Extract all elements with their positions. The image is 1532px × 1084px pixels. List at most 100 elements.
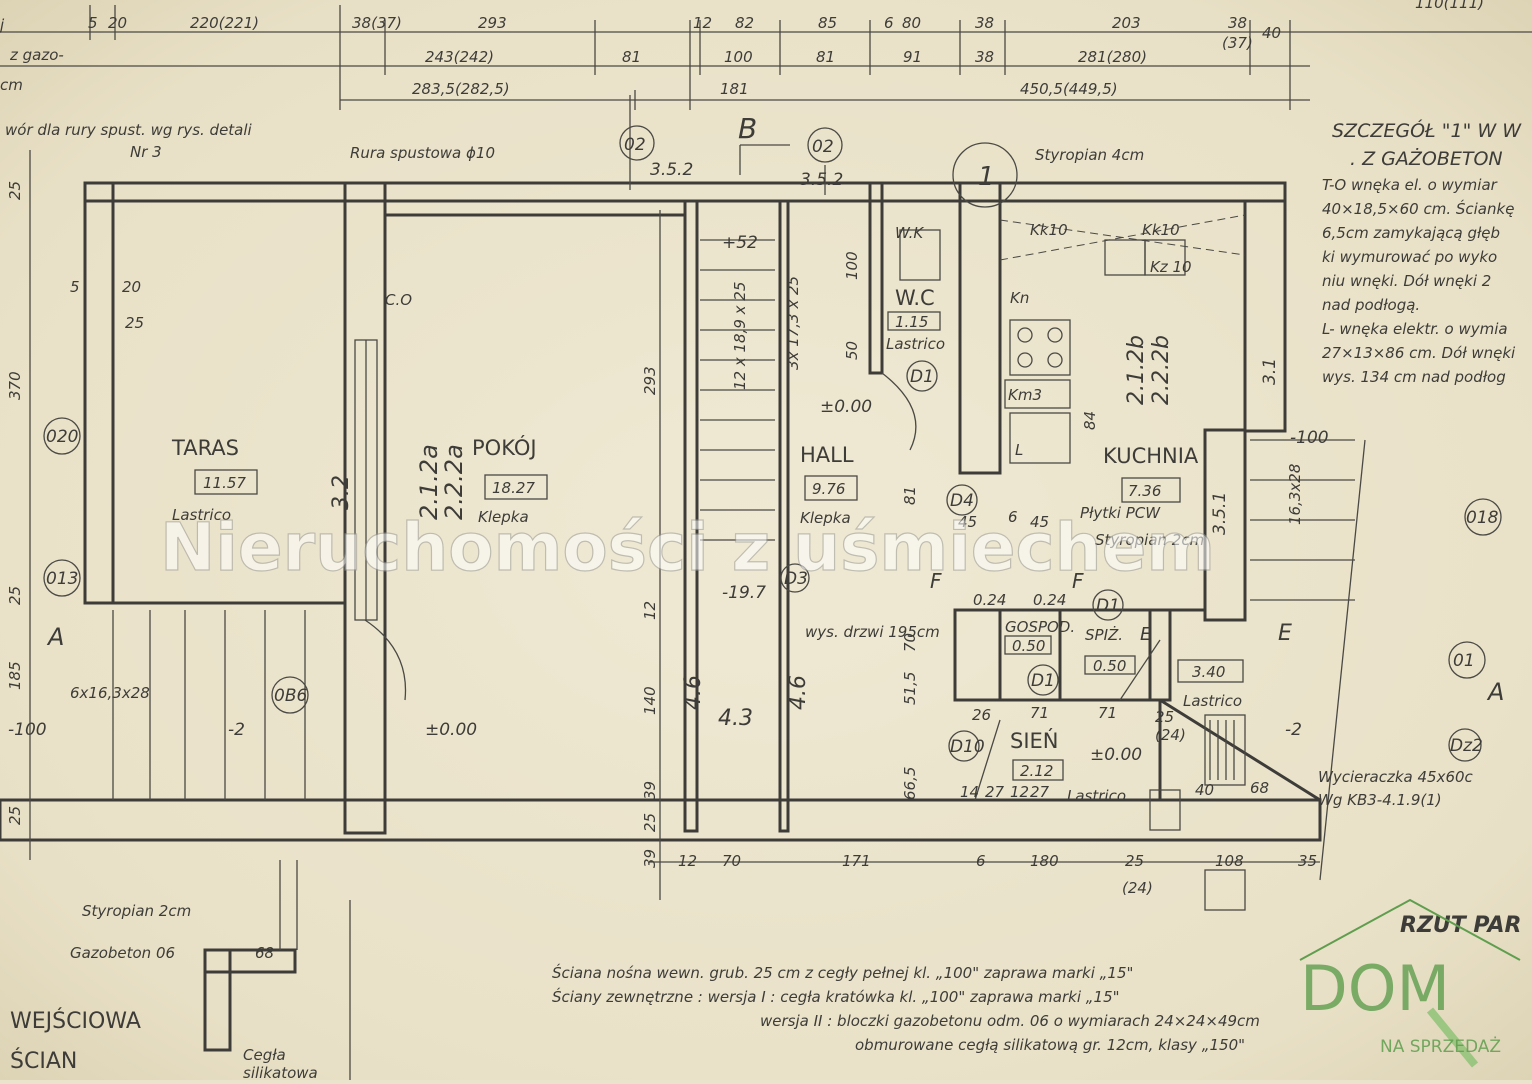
dim: 140 <box>641 686 659 715</box>
top-dimension-row-1: 5 20 220(221) 38(37) 293 12 82 85 6 80 3… <box>88 0 1484 52</box>
dim: 35 <box>1298 852 1317 870</box>
dim: 450,5(449,5) <box>1020 80 1118 98</box>
dim: 6 <box>1008 508 1018 526</box>
detail-line: 27×13×86 cm. Dół wnęki <box>1322 344 1516 362</box>
dim: 68 <box>1250 779 1269 797</box>
detail-line: nad podłogą. <box>1322 296 1420 314</box>
dim: 12 <box>641 601 659 620</box>
title-fragment: ŚCIAN <box>10 1048 77 1074</box>
detail-line: 6,5cm zamykającą głęb <box>1322 224 1500 242</box>
note: L <box>1015 441 1023 459</box>
level-mark: ±0.00 <box>820 397 872 417</box>
spec-line: wersja II : bloczki gazobetonu odm. 06 o… <box>760 1012 1260 1030</box>
spec-line: Ściany zewnętrzne : wersja I : cegła kra… <box>552 987 1120 1006</box>
note: Wycieraczka 45x60c <box>1318 768 1474 786</box>
dim: (24) <box>1155 726 1186 744</box>
dim: 370 <box>6 371 24 400</box>
axis-markers: 02 02 B 3.5.2 3.5.2 1 020 013 0B6 018 01… <box>8 112 1504 765</box>
note: j <box>0 16 5 34</box>
title-fragment: WEJŚCIOWA <box>10 1008 141 1034</box>
section-ref: 2.1.2b <box>1124 335 1149 405</box>
dim: 5 <box>70 278 80 296</box>
detail-ref: 3.5.2 <box>800 170 843 190</box>
dim: 20 <box>122 278 141 296</box>
room-floor: Lastrico <box>1183 692 1242 710</box>
room-area: 3.40 <box>1192 663 1225 681</box>
note: silikatowa <box>243 1064 318 1080</box>
note: Styropian 4cm <box>1035 146 1144 164</box>
dim: 25 <box>1125 852 1144 870</box>
magnifier-icon <box>1426 1007 1479 1068</box>
axis-label: 0B6 <box>274 686 307 706</box>
dim: 243(242) <box>425 48 494 66</box>
dim: (37) <box>1222 34 1253 52</box>
dim: 45 <box>958 513 977 531</box>
door-label: D1 <box>1031 671 1055 691</box>
height-mark: 3.5.1 <box>1210 492 1230 535</box>
dim: 51,5 <box>901 672 919 705</box>
side-dimensions: 25 5 20 25 370 25 185 25 293 140 39 25 3… <box>6 150 1320 962</box>
room-floor: Klepka <box>478 508 529 526</box>
room-area: 1.15 <box>895 313 928 331</box>
axis-label: 013 <box>46 569 78 589</box>
dim: 110(111) <box>1415 0 1484 12</box>
door-label: D1 <box>910 367 934 387</box>
detail-title: SZCZEGÓŁ "1" W W <box>1332 118 1522 142</box>
level-mark: -2 <box>1285 720 1302 740</box>
note: 12 x 18,9 x 25 <box>731 282 749 390</box>
note: Nr 3 <box>130 143 162 161</box>
dim: 84 <box>1081 411 1099 430</box>
height-mark: 4.6 <box>786 675 811 710</box>
top-dimension-row-2: 243(242) 81 100 81 91 38 281(280) <box>425 48 1147 66</box>
note: z gazo- <box>9 46 64 64</box>
dim: 185 <box>6 661 24 690</box>
logo-text: DOM <box>1300 952 1450 1025</box>
dim: 25 <box>6 181 24 200</box>
annotations: j z gazo- cm wór dla rury spust. wg rys.… <box>0 16 1522 1082</box>
detail-title: . Z GAŻOBETON <box>1350 147 1503 170</box>
note: wys. drzwi 195cm <box>805 623 940 641</box>
door-label: D1 <box>1096 596 1120 616</box>
stove-icon <box>1009 319 1071 376</box>
sink-cabinet <box>1009 412 1071 464</box>
note: Gazobeton 06 <box>70 944 175 962</box>
dim: 39 <box>641 781 659 800</box>
note: cm <box>0 76 23 94</box>
dim: 25 <box>1155 708 1174 726</box>
dim: 203 <box>1112 14 1141 32</box>
dim: 38 <box>975 14 994 32</box>
door-label: D4 <box>950 491 974 511</box>
dim: 70 <box>901 633 919 652</box>
doormat <box>1204 714 1246 786</box>
dim: 71 <box>1098 704 1117 722</box>
level-mark: ±0.00 <box>1090 745 1142 765</box>
section-label: E <box>1278 621 1292 646</box>
dim: (24) <box>1122 879 1153 897</box>
section-ref: 2.2.2b <box>1149 335 1174 405</box>
dim: 70 <box>722 852 741 870</box>
dim: 0.24 <box>973 591 1006 609</box>
dim: 81 <box>816 48 835 66</box>
detail-line: niu wnęki. Dół wnęki 2 <box>1322 272 1491 290</box>
axis-label: 02 <box>812 137 834 157</box>
note: W.K <box>895 224 924 242</box>
detail-line: T-O wnęka el. o wymiar <box>1322 176 1498 194</box>
note: Cegła <box>243 1046 286 1064</box>
construction-spec: Ściana nośna wewn. grub. 25 cm z cegły p… <box>552 963 1260 1054</box>
logo-tagline: NA SPRZEDAŻ <box>1380 1036 1501 1057</box>
cabinet <box>1004 379 1071 409</box>
dim: 20 <box>108 14 127 32</box>
dim: 38 <box>1228 14 1247 32</box>
room-area: 0.50 <box>1093 657 1126 675</box>
room-name: SPIŻ. <box>1085 625 1123 644</box>
room-gospodarczy: GOSPOD. 0.50 <box>1004 618 1075 655</box>
room-floor: Lastrico <box>886 335 945 353</box>
detail-line: wys. 134 cm nad podłog <box>1322 368 1506 386</box>
dim: 100 <box>724 48 753 66</box>
detail-line: 40×18,5×60 cm. Ściankę <box>1322 199 1514 218</box>
level-mark: ±0.00 <box>425 720 477 740</box>
room-floor: Płytki PCW <box>1080 504 1161 522</box>
note: 3x 17,3 x 25 <box>784 276 802 370</box>
